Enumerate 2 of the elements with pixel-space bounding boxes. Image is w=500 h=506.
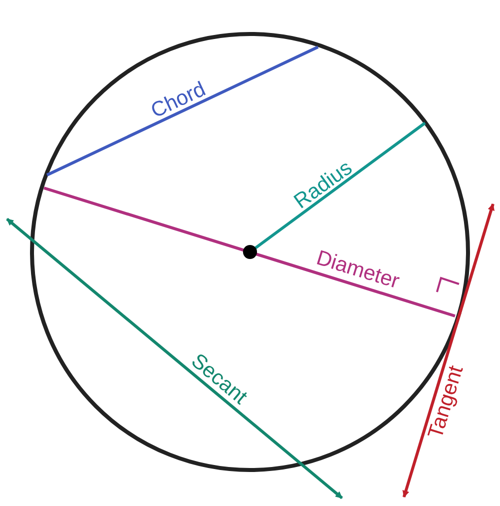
line-label: Chord xyxy=(147,78,210,123)
line-label: Tangent xyxy=(424,363,468,442)
